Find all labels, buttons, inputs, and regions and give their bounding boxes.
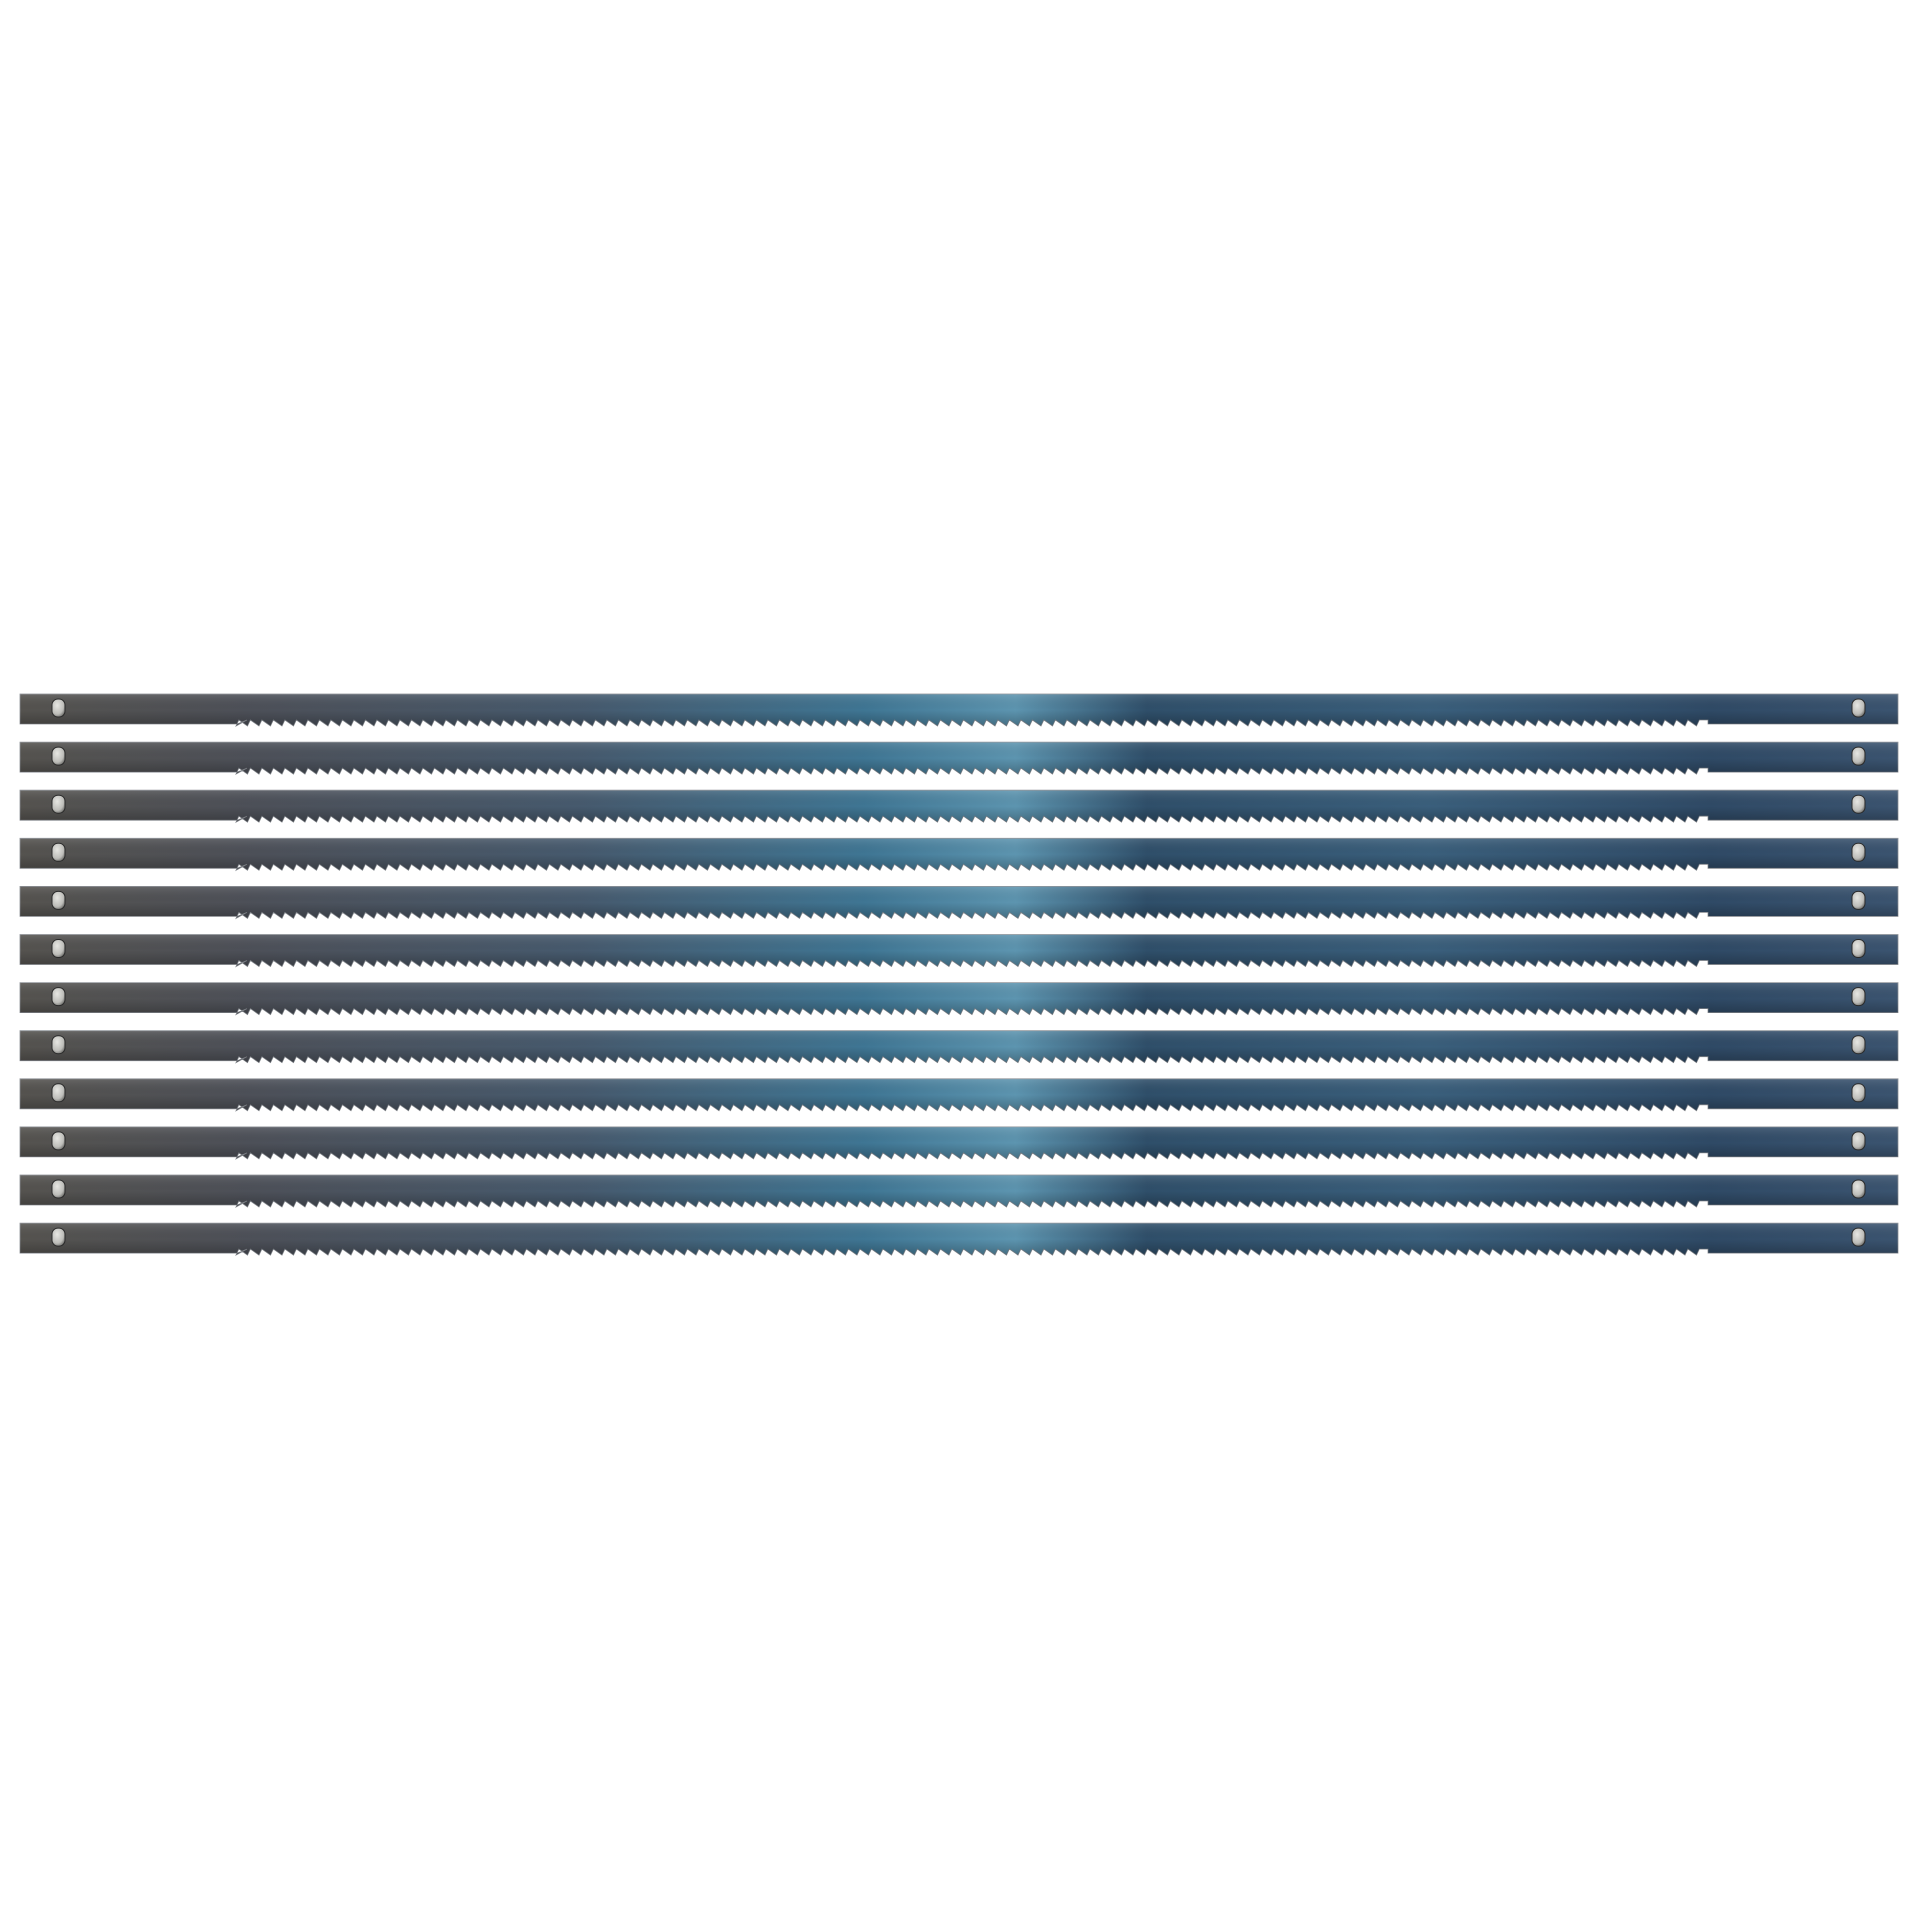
right-pin	[1851, 939, 1866, 958]
right-pin	[1851, 890, 1866, 910]
left-pin	[51, 1035, 66, 1055]
saw-blade	[19, 1030, 1899, 1064]
saw-blade	[19, 1126, 1899, 1160]
blade-shading	[20, 982, 1898, 1015]
saw-blade	[19, 693, 1899, 727]
right-pin	[1851, 794, 1866, 814]
left-pin	[51, 890, 66, 910]
blade-shading	[20, 1078, 1898, 1111]
saw-blade	[19, 1222, 1899, 1257]
blade-shading	[20, 838, 1898, 871]
blade-shading	[20, 742, 1898, 775]
right-pin	[1851, 746, 1866, 766]
saw-blade	[19, 934, 1899, 968]
blade-shading	[20, 886, 1898, 919]
left-pin	[51, 1179, 66, 1199]
left-pin	[51, 842, 66, 862]
blade-shading	[20, 1223, 1898, 1256]
blade-shading	[20, 934, 1898, 967]
blade-stack	[19, 693, 1899, 1257]
blade-shading	[20, 1030, 1898, 1063]
left-pin	[51, 1131, 66, 1151]
right-pin	[1851, 1083, 1866, 1103]
blade-shading	[20, 1175, 1898, 1207]
saw-blade	[19, 1174, 1899, 1208]
right-pin	[1851, 1131, 1866, 1151]
left-pin	[51, 794, 66, 814]
left-pin	[51, 1083, 66, 1103]
right-pin	[1851, 1179, 1866, 1199]
saw-blade	[19, 789, 1899, 824]
left-pin	[51, 746, 66, 766]
left-pin	[51, 698, 66, 718]
saw-blade	[19, 837, 1899, 872]
right-pin	[1851, 987, 1866, 1007]
left-pin	[51, 987, 66, 1007]
saw-blade	[19, 1078, 1899, 1112]
right-pin	[1851, 698, 1866, 718]
right-pin	[1851, 1227, 1866, 1247]
blade-shading	[20, 694, 1898, 726]
blade-shading	[20, 790, 1898, 823]
saw-blade	[19, 886, 1899, 920]
right-pin	[1851, 1035, 1866, 1055]
saw-blade	[19, 741, 1899, 776]
right-pin	[1851, 842, 1866, 862]
left-pin	[51, 1227, 66, 1247]
blade-shading	[20, 1126, 1898, 1159]
left-pin	[51, 939, 66, 958]
saw-blade	[19, 982, 1899, 1016]
